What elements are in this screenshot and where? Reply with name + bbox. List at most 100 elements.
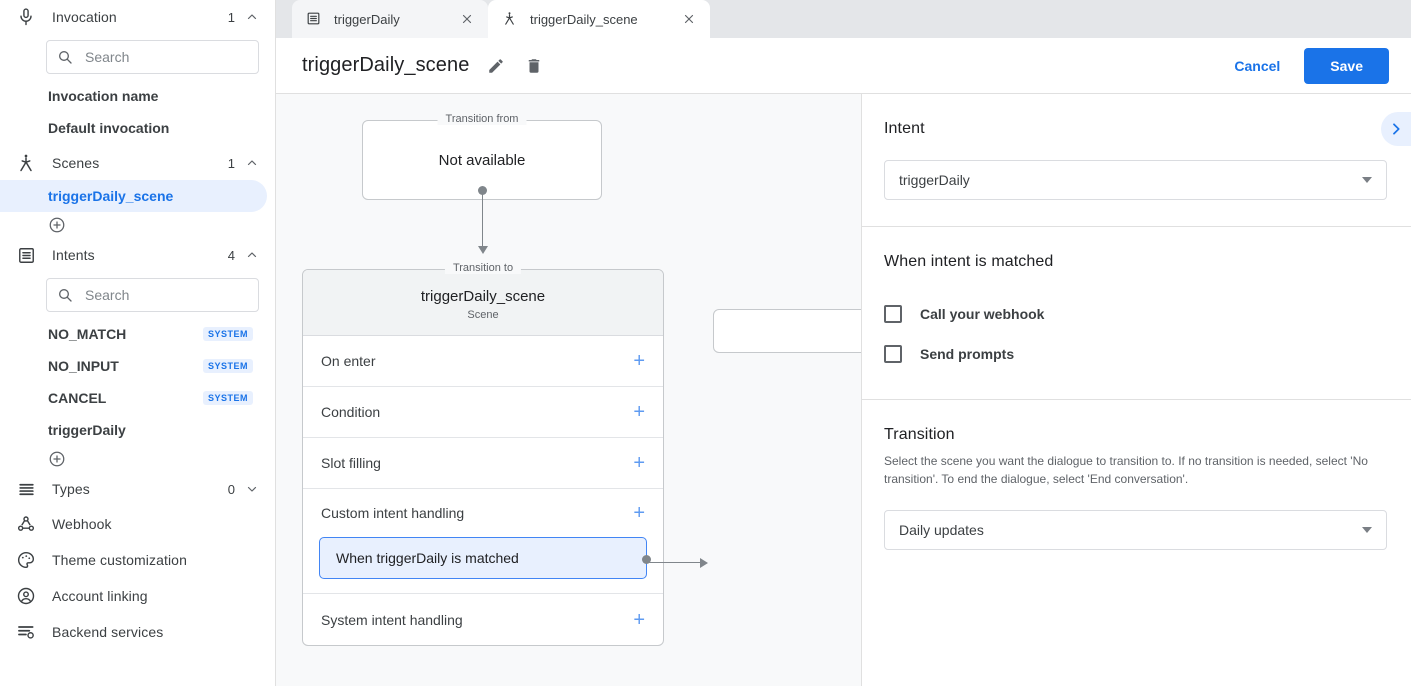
invocation-search-input[interactable] — [83, 48, 268, 66]
sidebar-group-intents[interactable]: Intents 4 — [0, 238, 275, 272]
palette-icon — [14, 548, 38, 572]
sidebar-item-theme-customization[interactable]: Theme customization — [0, 542, 275, 578]
sidebar-group-invocation[interactable]: Invocation 1 — [0, 0, 275, 34]
transition-from-value: Not available — [438, 151, 526, 169]
connector-line-vertical — [482, 190, 483, 250]
cancel-button[interactable]: Cancel — [1222, 50, 1292, 82]
tab-triggerdaily[interactable]: triggerDaily — [292, 0, 488, 38]
sidebar-item-label: triggerDaily_scene — [48, 188, 174, 204]
scene-title-bar: triggerDaily_scene Cancel Save — [276, 38, 1411, 94]
sidebar-item-triggerdaily-scene[interactable]: triggerDaily_scene — [0, 180, 267, 212]
sidebar-item-label: triggerDaily — [48, 422, 126, 438]
account-icon — [14, 584, 38, 608]
scene-card-header: triggerDaily_scene Scene — [303, 270, 663, 336]
scene-row-custom-intent-handling[interactable]: Custom intent handling + — [303, 489, 663, 537]
scene-row-label: On enter — [321, 353, 376, 369]
sidebar-item-no-input[interactable]: NO_INPUT SYSTEM — [0, 350, 267, 382]
scenes-icon — [14, 151, 38, 175]
sidebar-item-invocation-name[interactable]: Invocation name — [0, 80, 267, 112]
intents-icon — [14, 243, 38, 267]
sidebar-group-label: Intents — [52, 247, 95, 263]
connector-dot-right — [642, 555, 651, 564]
close-icon[interactable] — [460, 12, 474, 26]
add-scene-button[interactable] — [48, 216, 275, 234]
plus-circle-icon — [49, 451, 65, 467]
sidebar-item-webhook[interactable]: Webhook — [0, 506, 275, 542]
scene-row-on-enter[interactable]: On enter + — [303, 336, 663, 387]
sidebar-item-label: Backend services — [52, 624, 164, 640]
page-title: triggerDaily_scene — [302, 54, 470, 76]
sidebar-group-label: Types — [52, 481, 90, 497]
intent-select[interactable]: triggerDaily — [884, 160, 1387, 200]
checkbox-box[interactable] — [884, 345, 902, 363]
add-condition-button[interactable]: + — [633, 401, 645, 423]
chevron-up-icon[interactable] — [245, 10, 259, 24]
transition-from-legend: Transition from — [437, 113, 527, 125]
custom-intent-handler-wrap: When triggerDaily is matched — [303, 537, 663, 594]
scene-row-condition[interactable]: Condition + — [303, 387, 663, 438]
sidebar-item-no-match[interactable]: NO_MATCH SYSTEM — [0, 318, 267, 350]
intents-search-box[interactable] — [46, 278, 268, 312]
intent-handler-chip[interactable]: When triggerDaily is matched — [319, 537, 647, 579]
transition-select[interactable]: Daily updates — [884, 510, 1387, 550]
left-sidebar: Invocation 1 Invocation name Default inv… — [0, 0, 276, 686]
add-custom-intent-button[interactable]: + — [633, 502, 645, 524]
add-slot-filling-button[interactable]: + — [633, 452, 645, 474]
scene-card-name: triggerDaily_scene — [420, 288, 546, 305]
main-content: triggerDaily triggerDaily_scene triggerD… — [276, 0, 1411, 686]
trash-icon[interactable] — [525, 57, 543, 75]
scene-row-label: Custom intent handling — [321, 505, 465, 521]
backend-services-icon — [14, 620, 38, 644]
transition-section-description: Select the scene you want the dialogue t… — [884, 454, 1368, 486]
sidebar-group-count: 1 — [227, 9, 235, 25]
chevron-up-icon[interactable] — [245, 156, 259, 170]
transition-section-title: Transition — [884, 426, 955, 443]
sidebar-item-backend-services[interactable]: Backend services — [0, 614, 275, 650]
checkbox-box[interactable] — [884, 305, 902, 323]
transition-target-box[interactable]: Tr Dail — [713, 309, 861, 353]
status-badge: SYSTEM — [202, 327, 253, 341]
status-badge: SYSTEM — [202, 391, 253, 405]
scene-card: Transition to triggerDaily_scene Scene O… — [302, 262, 664, 646]
sidebar-item-cancel[interactable]: CANCEL SYSTEM — [0, 382, 267, 414]
sidebar-item-account-linking[interactable]: Account linking — [0, 578, 275, 614]
scene-row-system-intent-handling[interactable]: System intent handling + — [303, 594, 663, 645]
intent-tab-icon — [306, 11, 322, 27]
invocation-search-wrap — [0, 34, 275, 80]
add-system-intent-button[interactable]: + — [633, 608, 645, 631]
webhook-icon — [14, 512, 38, 536]
chevron-up-icon[interactable] — [245, 248, 259, 262]
checkbox-send-prompts[interactable]: Send prompts — [884, 345, 1387, 363]
pencil-icon[interactable] — [487, 57, 505, 75]
chevron-down-icon — [1362, 177, 1372, 183]
checkbox-call-your-webhook[interactable]: Call your webhook — [884, 305, 1387, 323]
when-matched-title: When intent is matched — [884, 253, 1054, 270]
sidebar-item-triggerdaily[interactable]: triggerDaily — [0, 414, 267, 446]
sidebar-item-label: Theme customization — [52, 552, 187, 568]
add-intent-button[interactable] — [48, 450, 275, 468]
tab-triggerdaily-scene[interactable]: triggerDaily_scene — [488, 0, 710, 38]
connector-arrowhead-right — [700, 558, 708, 568]
chevron-down-icon[interactable] — [245, 482, 259, 496]
when-matched-section: When intent is matched Call your webhook… — [862, 227, 1411, 400]
intents-search-input[interactable] — [83, 286, 268, 304]
transition-target-value: Dail — [714, 310, 861, 352]
sidebar-group-types[interactable]: Types 0 — [0, 472, 275, 506]
sidebar-group-count: 1 — [227, 155, 235, 171]
scene-tab-icon — [502, 11, 518, 27]
sidebar-group-scenes[interactable]: Scenes 1 — [0, 146, 275, 180]
chevron-right-icon[interactable] — [1381, 112, 1411, 146]
add-on-enter-button[interactable]: + — [633, 350, 645, 372]
close-icon[interactable] — [682, 12, 696, 26]
save-button[interactable]: Save — [1304, 47, 1389, 84]
scene-row-label: System intent handling — [321, 611, 463, 628]
sidebar-item-default-invocation[interactable]: Default invocation — [0, 112, 267, 144]
invocation-search-box[interactable] — [46, 40, 268, 74]
scene-row-slot-filling[interactable]: Slot filling + — [303, 438, 663, 489]
sidebar-group-count: 0 — [227, 481, 235, 497]
sidebar-item-label: NO_INPUT — [48, 358, 119, 374]
connector-line-horizontal — [648, 562, 703, 563]
checkbox-label: Send prompts — [920, 346, 1015, 362]
scene-graph-canvas[interactable]: Transition from Not available Transition… — [276, 94, 862, 686]
